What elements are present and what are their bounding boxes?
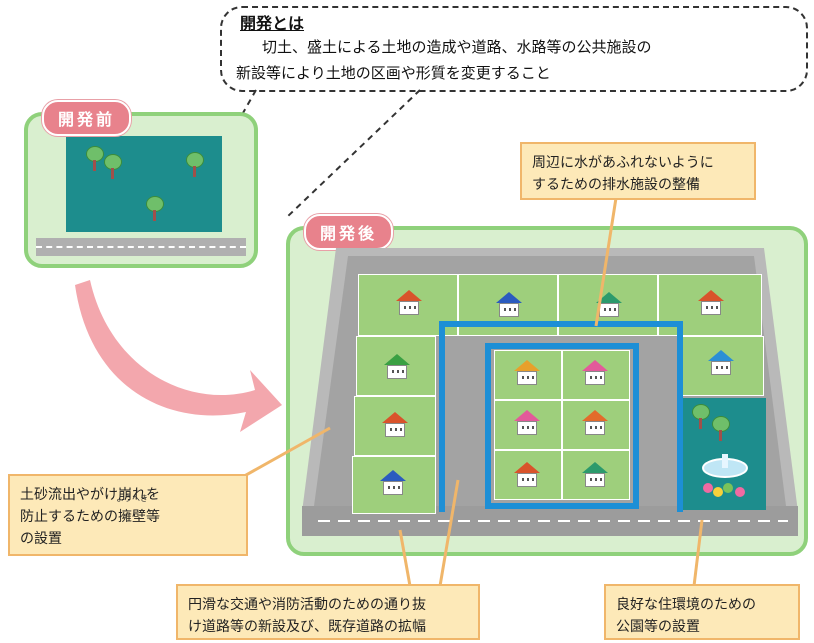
callout-road-line-1: 円滑な交通や消防活動のための通り抜	[188, 597, 426, 613]
before-label: 開発前	[42, 100, 132, 136]
house-icon	[380, 470, 406, 496]
house-icon	[582, 462, 608, 488]
definition-line-1: 切土、盛土による土地の造成や道路、水路等の公共施設の	[262, 38, 652, 56]
before-road-line	[36, 246, 246, 248]
callout-road-line-2: け道路等の新設及び、既存道路の拡幅	[188, 619, 426, 635]
curved-arrow-icon	[75, 280, 282, 432]
house-icon	[582, 410, 608, 436]
fountain-icon	[702, 454, 748, 497]
callout-retaining-wall: 土砂流出やがけ崩れを 防止するための擁壁等 の設置	[8, 474, 248, 556]
tree-icon	[712, 416, 730, 442]
tree-icon	[146, 196, 164, 222]
callout-road: 円滑な交通や消防活動のための通り抜 け道路等の新設及び、既存道路の拡幅	[176, 584, 480, 640]
house-icon	[514, 360, 540, 386]
lot	[494, 450, 562, 500]
after-label: 開発後	[304, 214, 394, 250]
house-icon	[514, 410, 540, 436]
definition-line-2: 新設等により土地の区画や形質を変更すること	[236, 64, 551, 82]
house-icon	[582, 360, 608, 386]
tree-icon	[86, 146, 104, 172]
house-icon	[708, 350, 734, 376]
house-icon	[382, 412, 408, 438]
callout-retaining-line-2: 防止するための擁壁等	[20, 509, 160, 525]
lot	[494, 350, 562, 400]
callout-drainage: 周辺に水があふれないように するための排水施設の整備	[520, 142, 756, 200]
callout-park-line-1: 良好な住環境のための	[616, 597, 756, 613]
house-icon	[396, 290, 422, 316]
callout-park-line-2: 公園等の設置	[616, 619, 700, 635]
house-icon	[384, 354, 410, 380]
tree-icon	[692, 404, 710, 430]
definition-title: 開発とは	[240, 14, 305, 33]
tree-icon	[186, 152, 204, 178]
callout-park: 良好な住環境のための 公園等の設置	[604, 584, 800, 640]
definition-box	[220, 6, 808, 92]
callout-retaining-ruby: ようへき	[116, 494, 148, 503]
callout-retaining-line-1: 土砂流出やがけ崩れを	[20, 487, 160, 503]
callout-drainage-line-1: 周辺に水があふれないように	[532, 155, 714, 171]
house-icon	[496, 292, 522, 318]
tree-icon	[104, 154, 122, 180]
house-icon	[514, 462, 540, 488]
callout-drainage-line-2: するための排水施設の整備	[532, 177, 700, 193]
house-icon	[698, 290, 724, 316]
callout-retaining-line-3: の設置	[20, 531, 62, 547]
